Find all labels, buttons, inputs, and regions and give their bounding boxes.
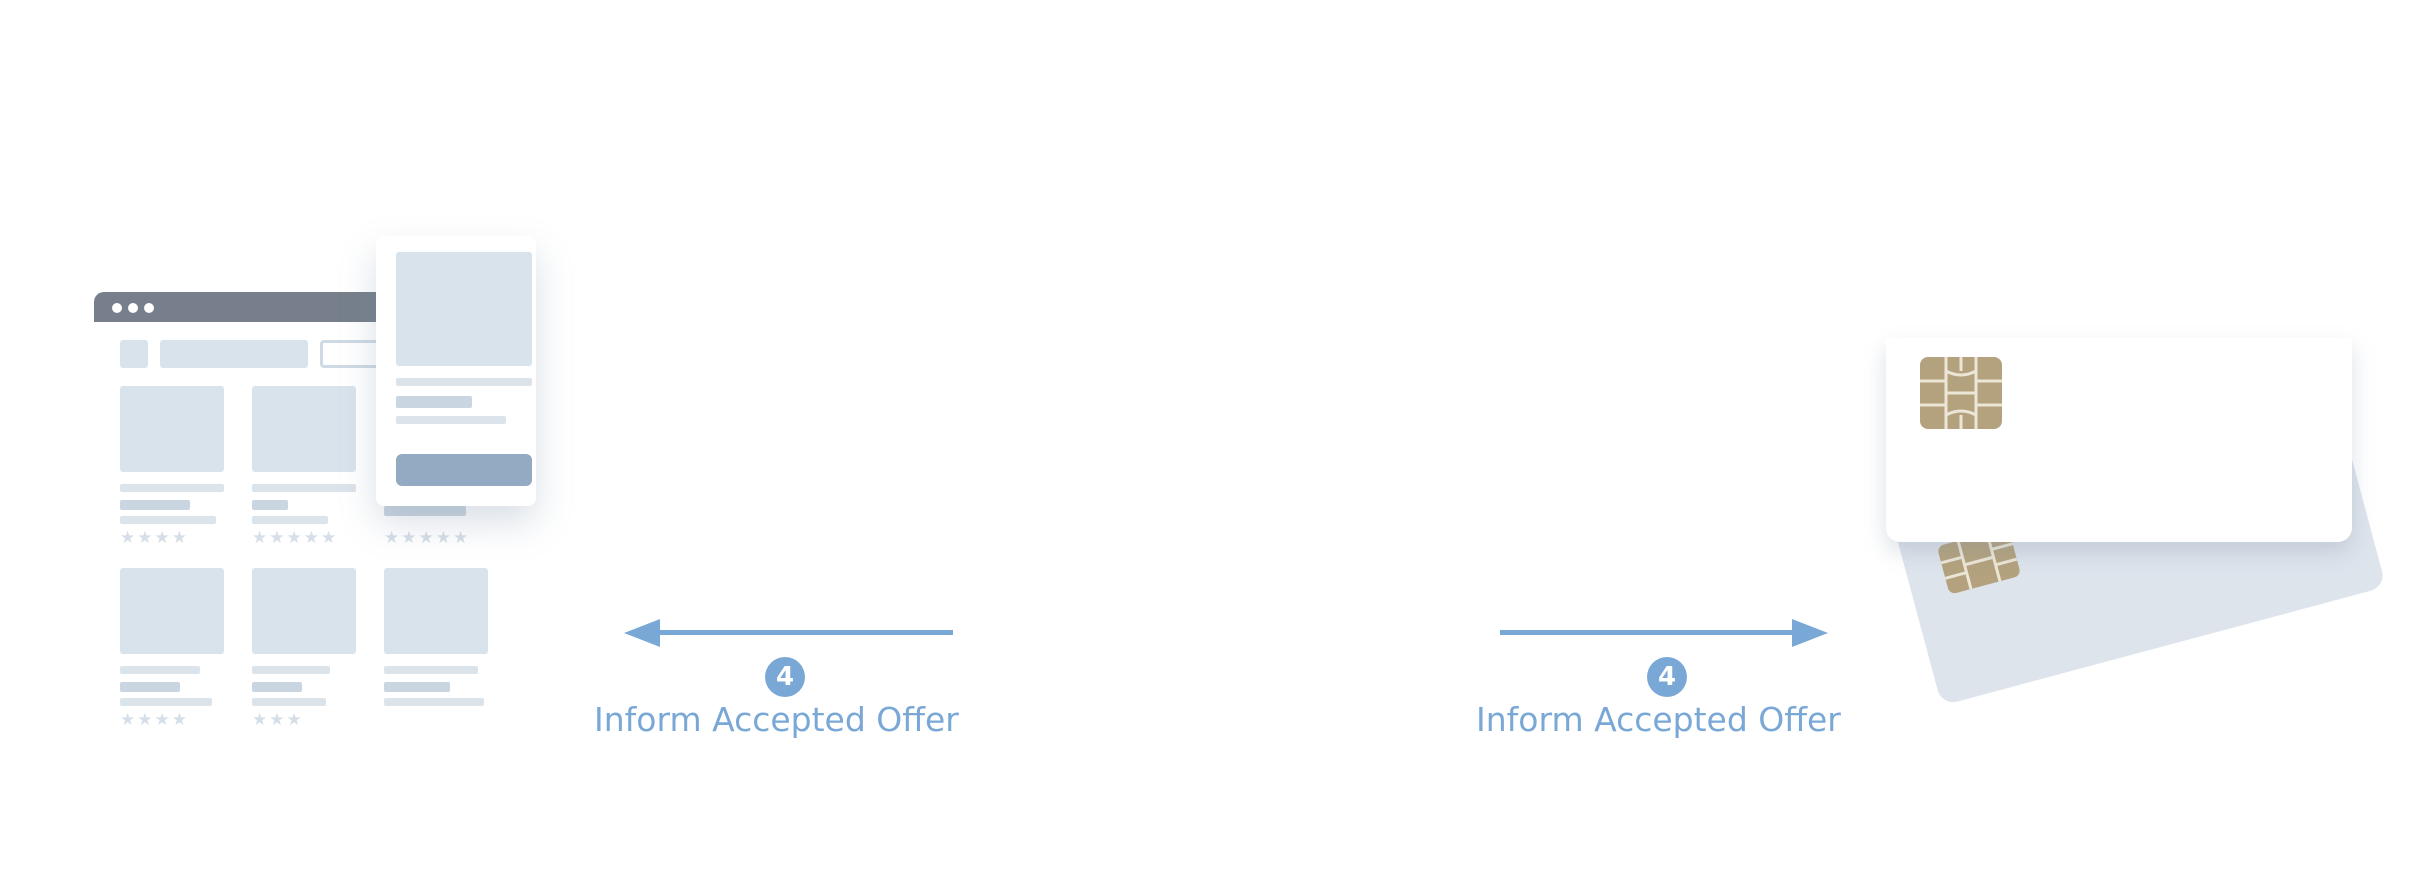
logo-placeholder: [120, 340, 148, 368]
product-desc-placeholder: [252, 698, 326, 706]
rating-stars-icon: ★★★★: [120, 710, 189, 730]
product-image-placeholder: [252, 386, 356, 472]
product-price-placeholder: [120, 682, 180, 692]
window-control-dot-icon: [144, 303, 154, 313]
front-card-chip-icon: [1920, 357, 2002, 429]
left-arrow-line: [660, 630, 953, 635]
product-title-placeholder: [252, 666, 330, 674]
product-price-placeholder: [252, 500, 288, 510]
product-desc-placeholder: [384, 506, 466, 516]
offer-popup-card: [376, 236, 536, 506]
offer-desc-placeholder: [396, 416, 506, 424]
product-desc-placeholder: [252, 516, 328, 524]
offer-title-placeholder: [396, 378, 532, 386]
right-arrow-head-icon: [1792, 619, 1828, 647]
product-title-placeholder: [252, 484, 356, 492]
right-arrow-line: [1500, 630, 1796, 635]
rating-stars-icon: ★★★★: [120, 528, 189, 548]
accept-offer-button-placeholder: [396, 454, 532, 486]
nav-placeholder: [160, 340, 308, 368]
product-title-placeholder: [120, 484, 224, 492]
rating-stars-icon: ★★★: [252, 710, 304, 730]
window-control-dot-icon: [112, 303, 122, 313]
step-label-right: Inform Accepted Offer: [1476, 700, 1841, 739]
product-desc-placeholder: [120, 516, 216, 524]
window-control-dot-icon: [128, 303, 138, 313]
product-price-placeholder: [120, 500, 190, 510]
product-title-placeholder: [120, 666, 200, 674]
rating-stars-icon: ★★★★★: [252, 528, 339, 548]
back-card-chip-icon: [1938, 528, 2020, 594]
step-number-badge-left: 4: [765, 657, 805, 697]
offer-image-placeholder: [396, 252, 532, 366]
product-image-placeholder: [120, 386, 224, 472]
step-number-badge-right: 4: [1647, 657, 1687, 697]
product-image-placeholder: [252, 568, 356, 654]
product-image-placeholder: [120, 568, 224, 654]
left-arrow-head-icon: [624, 619, 660, 647]
product-desc-placeholder: [120, 698, 212, 706]
product-title-placeholder: [384, 666, 478, 674]
rating-stars-icon: ★★★★★: [384, 528, 471, 548]
product-image-placeholder: [384, 568, 488, 654]
product-price-placeholder: [384, 682, 450, 692]
step-label-left: Inform Accepted Offer: [594, 700, 959, 739]
product-desc-placeholder: [384, 698, 484, 706]
offer-price-placeholder: [396, 396, 472, 408]
product-price-placeholder: [252, 682, 302, 692]
